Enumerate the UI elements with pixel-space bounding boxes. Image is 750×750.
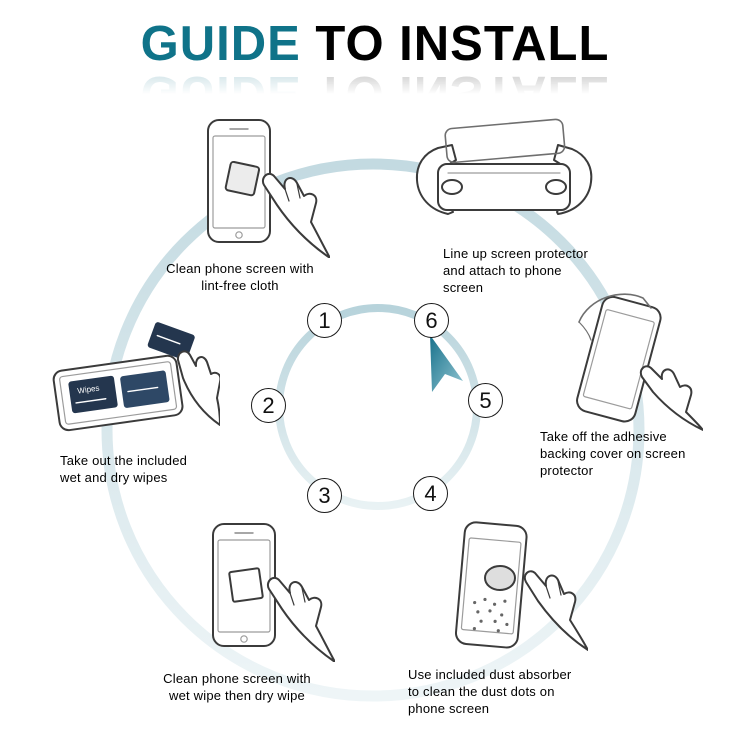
phone-icon [437, 163, 571, 211]
page-title-block: GUIDE TO INSTALL GUIDE TO INSTALL [0, 17, 750, 120]
peel-film-icon [578, 293, 652, 323]
step-4-illustration [436, 518, 588, 662]
wet-wipe-icon [228, 567, 264, 603]
center-arrow-icon [430, 335, 463, 392]
wet-wipe-packet-icon [68, 375, 118, 414]
page-title: GUIDE TO INSTALL [0, 17, 750, 71]
step-1-number-badge: 1 [307, 303, 342, 338]
step-5-number-badge: 5 [468, 383, 503, 418]
step-5-illustration [545, 288, 703, 438]
hand-icon [639, 365, 703, 431]
step-4-caption: Use included dust absorber to clean the … [408, 667, 572, 717]
hand-icon [267, 576, 335, 662]
dust-dots [472, 597, 509, 633]
left-thumb-icon [441, 179, 463, 195]
step-5-caption: Take off the adhesive backing cover on s… [540, 429, 686, 479]
hand-icon [176, 350, 220, 426]
step-6-illustration [408, 112, 600, 220]
step-1-illustration [178, 114, 330, 258]
title-accent: GUIDE [140, 17, 301, 71]
phone-icon [576, 295, 662, 423]
title-rest: TO INSTALL [300, 17, 610, 71]
step-6-caption: Line up screen protector and attach to p… [443, 246, 588, 296]
hand-icon [523, 570, 588, 651]
step-3-caption: Clean phone screen with wet wipe then dr… [163, 671, 311, 704]
dust-absorber-icon [484, 565, 516, 591]
step-2-number-badge: 2 [251, 388, 286, 423]
step-2-caption: Take out the included wet and dry wipes [60, 453, 188, 486]
screen-protector-icon [444, 118, 566, 164]
hand-icon [262, 172, 330, 258]
step-1-caption: Clean phone screen with lint-free cloth [166, 261, 314, 294]
right-thumb-icon [545, 179, 567, 195]
step-3-number-badge: 3 [307, 478, 342, 513]
step-4-number-badge: 4 [413, 476, 448, 511]
wipes-packet-label: Wipes [77, 384, 100, 396]
lint-free-cloth-icon [224, 160, 261, 197]
step-2-illustration: Wipes [50, 300, 220, 448]
step-3-illustration [183, 518, 335, 662]
page-title-reflection: GUIDE TO INSTALL [140, 65, 610, 120]
step-6-number-badge: 6 [414, 303, 449, 338]
